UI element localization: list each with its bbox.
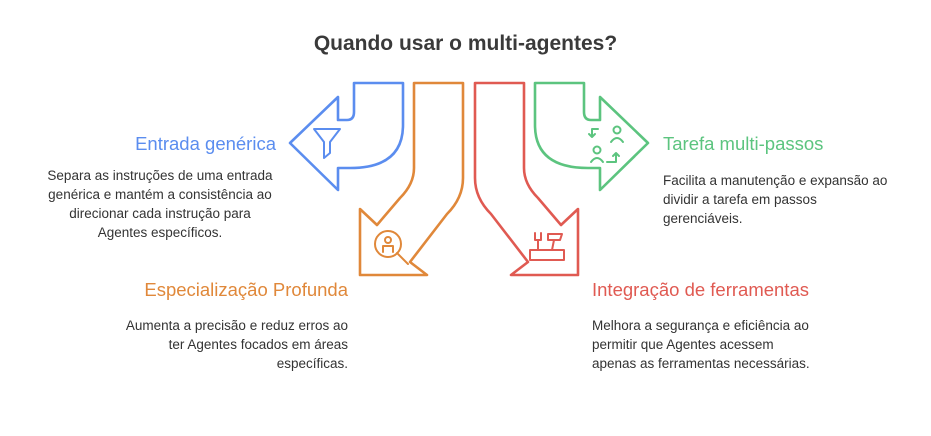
description-integracao-ferramentas: Melhora a segurança e eficiência ao perm… xyxy=(592,316,810,373)
page-title: Quando usar o multi-agentes? xyxy=(313,32,618,55)
arrow-integracao-ferramentas xyxy=(473,81,580,277)
description-line: genérica e mantém a consistência ao xyxy=(48,187,272,202)
description-line: ter Agentes focados em áreas xyxy=(168,337,348,352)
description-entrada-generica: Separa as instruções de uma entrada gené… xyxy=(30,166,290,242)
arrow-tarefa-multi-passos xyxy=(533,81,650,192)
heading-tarefa-multi-passos: Tarefa multi-passos xyxy=(663,133,824,154)
people-cycle-icon xyxy=(588,125,624,163)
funnel-icon xyxy=(313,128,341,159)
arrow-especializacao-profunda xyxy=(358,81,465,277)
description-line: gerenciáveis. xyxy=(663,211,743,226)
description-line: permitir que Agentes acessem xyxy=(592,337,774,352)
description-line: Aumenta a precisão e reduz erros ao xyxy=(125,318,348,333)
gear-magnifier-icon xyxy=(374,230,409,265)
description-line: Agentes específicos. xyxy=(97,225,223,240)
description-line: apenas as ferramentas necessárias. xyxy=(592,356,810,371)
heading-entrada-generica: Entrada genérica xyxy=(135,133,276,154)
description-tarefa-multi-passos: Facilita a manutenção e expansão ao divi… xyxy=(663,171,887,228)
description-especializacao-profunda: Aumenta a precisão e reduz erros ao ter … xyxy=(126,316,348,373)
toolbox-icon xyxy=(529,232,565,261)
heading-integracao-ferramentas: Integração de ferramentas xyxy=(592,279,809,300)
description-line: dividir a tarefa em passos xyxy=(663,192,817,207)
description-line: Facilita a manutenção e expansão ao xyxy=(663,173,888,188)
description-line: Melhora a segurança e eficiência ao xyxy=(592,318,809,333)
description-line: direcionar cada instrução para xyxy=(69,206,251,221)
description-line: específicas. xyxy=(276,356,348,371)
arrow-entrada-generica xyxy=(288,81,405,192)
description-line: Separa as instruções de uma entrada xyxy=(47,168,273,183)
heading-especializacao-profunda: Especialização Profunda xyxy=(144,279,348,300)
